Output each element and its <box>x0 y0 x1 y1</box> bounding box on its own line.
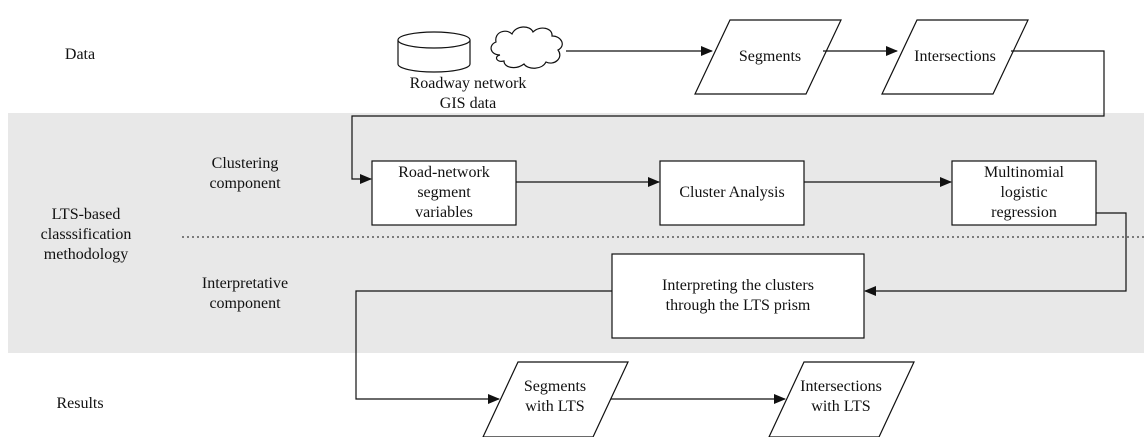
segments-text: Segments <box>738 48 802 65</box>
arrow-intersections-roadnetwork <box>351 50 1105 184</box>
methodology-line-3: methodology <box>43 246 129 263</box>
clustering-line-1: Clustering <box>211 155 279 172</box>
interpretative-component-label: Interpretative component <box>184 274 306 314</box>
interpretative-line-1: Interpretative <box>201 275 289 292</box>
road-network-box <box>371 160 517 226</box>
interpreting-line-1: Interpreting the clusters <box>662 277 814 294</box>
road-network-line-1: Road-network <box>398 164 490 181</box>
methodology-band <box>8 113 1144 353</box>
mnl-line-1: Multinomial <box>984 164 1064 181</box>
mnl-line-2: logistic <box>1000 184 1048 201</box>
intersections-node: Intersections <box>897 20 1013 94</box>
intersections-lts-shape <box>768 361 915 437</box>
database-icon <box>397 31 471 73</box>
gis-source-line-2: GIS data <box>439 95 497 112</box>
mnl-node: Multinomial logistic regression <box>952 161 1096 225</box>
intersections-shape <box>881 19 1029 95</box>
interpreting-box <box>611 253 865 339</box>
segments-shape <box>694 19 842 95</box>
interpretative-line-2: component <box>209 295 281 312</box>
row-label-data: Data <box>64 46 96 63</box>
intersections-lts-node: Intersections with LTS <box>786 364 896 430</box>
arrow-interpreting-segmentslts <box>355 290 612 404</box>
cluster-analysis-text: Cluster Analysis <box>679 184 785 201</box>
methodology-line-2: classsification <box>40 226 132 243</box>
methodology-line-1: LTS-based <box>51 206 121 223</box>
clustering-line-2: component <box>209 175 281 192</box>
road-network-line-2: segment <box>417 184 471 201</box>
mnl-box <box>951 160 1097 226</box>
road-network-line-3: variables <box>415 204 473 221</box>
row-label-methodology: LTS-based classsification methodology <box>26 205 146 265</box>
clustering-component-label: Clustering component <box>190 154 300 194</box>
mnl-line-3: regression <box>991 204 1057 221</box>
arrow-mnl-interpreting <box>864 212 1127 296</box>
intersections-text: Intersections <box>914 48 996 65</box>
intersections-lts-line-1: Intersections <box>800 378 882 395</box>
segments-node: Segments <box>715 20 825 94</box>
segments-lts-shape <box>482 361 629 437</box>
gis-source-label: Roadway network GIS data <box>392 74 544 114</box>
cluster-analysis-node: Cluster Analysis <box>660 161 804 225</box>
segments-lts-line-1: Segments <box>523 378 587 395</box>
intersections-lts-line-2: with LTS <box>811 398 871 415</box>
row-label-results: Results <box>56 395 104 412</box>
segments-lts-node: Segments with LTS <box>500 364 610 430</box>
interpreting-node: Interpreting the clusters through the LT… <box>612 254 864 338</box>
interpreting-line-2: through the LTS prism <box>665 297 811 314</box>
cluster-analysis-box <box>659 160 805 226</box>
gis-source-line-1: Roadway network <box>409 75 527 92</box>
road-network-node: Road-network segment variables <box>372 161 516 225</box>
cloud-icon <box>490 26 563 69</box>
segments-lts-line-2: with LTS <box>525 398 585 415</box>
